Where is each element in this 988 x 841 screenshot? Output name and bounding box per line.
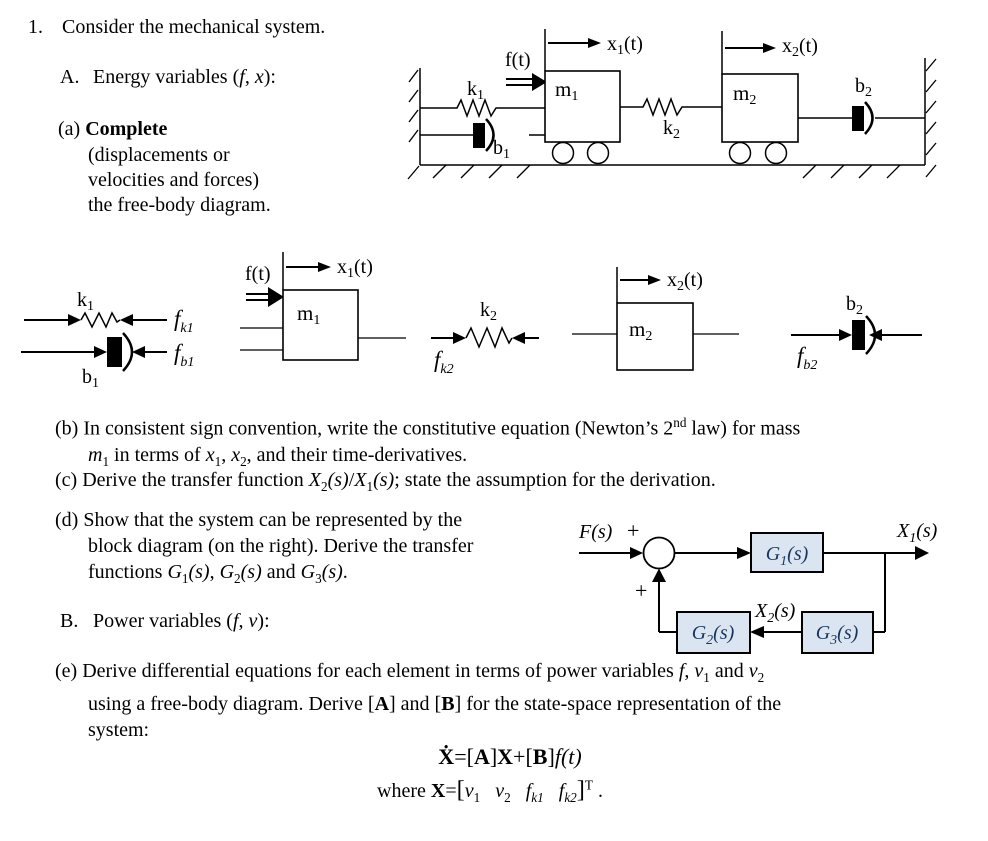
label-m1: m1 [555, 77, 578, 104]
fbd-label-b1: b1 [82, 366, 99, 391]
section-b-text: Power variables (f, v): [93, 610, 270, 632]
fbd-label-fb1: fb1 [174, 340, 194, 370]
item-a-line4: the free-body diagram. [88, 194, 271, 216]
fbd-label-k2: k2 [480, 299, 497, 324]
plus-sign-top: + [627, 518, 639, 543]
fbd-label-ft: f(t) [245, 263, 271, 285]
label-b2: b2 [855, 75, 872, 100]
damper-b2: b2 [798, 75, 925, 135]
input-arrow-Fs: F(s) + [578, 518, 643, 559]
mass-m2: m2 [721, 73, 799, 165]
label-k2: k2 [663, 117, 680, 142]
fbd-label-fb2: fb2 [797, 343, 817, 373]
feedback-arrow-to-sum: + [635, 568, 677, 633]
state-equation: Ẋ=[A]X+[B]f(t) [438, 744, 582, 769]
damper-b1: b1 [420, 118, 545, 162]
force-input-ft: f(t) [505, 49, 547, 91]
problem-title-line: 1. Consider the mechanical system. [28, 16, 325, 39]
section-b-heading: B. Power variables (f, v): [60, 610, 270, 633]
fbd-spring-k1: k1 fk1 [24, 289, 194, 336]
spring-k2: k2 [620, 96, 722, 142]
section-a-text: Energy variables (f, x): [93, 66, 276, 88]
displacement-x1: x1(t) [544, 29, 643, 71]
label-G2s: G2(s) [692, 622, 735, 648]
block-G3: G3(s) [801, 611, 874, 654]
section-a-label: A. [60, 66, 80, 88]
plus-sign-bottom: + [635, 578, 647, 603]
item-c-paragraph: (c) Derive the transfer function X2(s)/X… [55, 469, 716, 494]
state-vector-equation: where X=[v1 v2 fk1 fk2]T . [377, 776, 603, 805]
fbd-label-m2: m2 [629, 317, 652, 344]
summing-junction [642, 536, 676, 570]
spring-k1: k1 [420, 78, 545, 119]
label-X1s: X1(s) [896, 520, 938, 546]
problem-number: 1. [28, 16, 43, 38]
mass-m1: m1 [544, 70, 621, 165]
label-b1: b1 [493, 137, 510, 162]
output-arrow-X1s: X1(s) [823, 520, 938, 560]
label-X2s: X2(s) [754, 600, 796, 626]
label-ft: f(t) [505, 49, 531, 71]
section-b-label: B. [60, 610, 79, 632]
fbd-mass-m1: x1(t) f(t) m1 [240, 252, 406, 361]
label-Fs: F(s) [578, 521, 613, 543]
block-G2: G2(s) [676, 611, 751, 654]
feedback-branch [873, 553, 886, 633]
item-a-line2: (displacements or [88, 144, 230, 166]
fbd-damper-b1: fb1 b1 [21, 332, 194, 391]
item-a-line3: velocities and forces) [88, 169, 260, 191]
fbd-label-k1: k1 [77, 289, 94, 314]
label-m2: m2 [733, 81, 756, 108]
label-x1t: x1(t) [607, 33, 643, 58]
arrow-G3-to-G2: X2(s) [750, 600, 802, 638]
label-G1s: G1(s) [766, 543, 809, 569]
fbd-label-x2t: x2(t) [667, 269, 703, 294]
fbd-mass-m2: x2(t) m2 [572, 267, 739, 371]
problem-intro: Consider the mechanical system. [62, 16, 326, 38]
wall-left [407, 68, 421, 180]
fbd-damper-b2: b2 fb2 [791, 293, 922, 373]
wall-right [924, 58, 937, 178]
displacement-x2: x2(t) [721, 31, 818, 74]
item-e-paragraph: (e) Derive differential equations for ea… [55, 660, 782, 741]
label-G3s: G3(s) [816, 622, 859, 648]
mechanical-system-diagram: k1 b1 f(t) m1 x1(t) k2 [407, 29, 937, 180]
label-x2t: x2(t) [782, 35, 818, 60]
item-d-paragraph: (d) Show that the system can be represen… [55, 509, 474, 586]
block-G1: G1(s) [750, 532, 824, 573]
force-arrowhead [532, 73, 547, 91]
block-diagram: F(s) + G1(s) X1(s) G3(s) [578, 518, 938, 654]
item-b-paragraph: (b) In consistent sign convention, write… [55, 415, 801, 469]
fbd-label-fk1: fk1 [174, 306, 194, 336]
item-a-line1: (a) Complete [58, 118, 168, 140]
arrow-to-G1 [675, 547, 751, 559]
label-k1: k1 [467, 78, 484, 103]
fbd-label-x1t: x1(t) [337, 256, 373, 281]
fbd-label-fk2: fk2 [434, 347, 454, 377]
fbd-spring-k2: k2 fk2 [431, 299, 539, 377]
free-body-diagram: k1 fk1 fb1 b1 x1(t) f(t) [21, 252, 922, 391]
section-a-heading: A. Energy variables (f, x): [60, 66, 276, 89]
ground [420, 164, 925, 179]
fbd-label-m1: m1 [297, 301, 320, 328]
fbd-label-b2: b2 [846, 293, 863, 318]
